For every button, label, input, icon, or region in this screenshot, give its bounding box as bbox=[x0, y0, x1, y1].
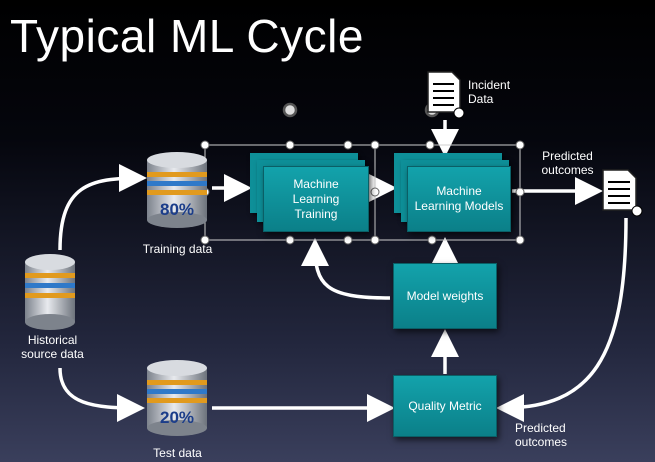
quality-metric-label: Quality Metric bbox=[408, 399, 482, 413]
document-predicted-icon bbox=[602, 169, 643, 217]
ml-models-label: Machine Learning Models bbox=[414, 184, 504, 213]
test-percent: 20% bbox=[159, 408, 195, 427]
model-weights-box: Model weights bbox=[393, 263, 497, 329]
training-label: Training data bbox=[142, 242, 213, 256]
db-historical-icon bbox=[25, 254, 75, 330]
slide-title: Typical ML Cycle bbox=[10, 10, 364, 62]
arrow-weights-to-training bbox=[301, 238, 391, 300]
document-incident-icon bbox=[427, 71, 465, 119]
arrow-hist-to-train bbox=[58, 164, 147, 251]
rotate-icon bbox=[282, 102, 440, 118]
historical-label: Historical source data bbox=[21, 333, 84, 361]
arrows bbox=[58, 120, 628, 422]
selection-handles bbox=[200, 140, 525, 245]
test-label: Test data bbox=[153, 446, 202, 460]
training-percent: 80% bbox=[159, 200, 195, 219]
arrow-hist-to-test bbox=[58, 367, 145, 422]
db-test-icon bbox=[147, 360, 207, 436]
quality-metric-box: Quality Metric bbox=[393, 375, 497, 437]
predicted-bottom-label: Predicted outcomes bbox=[515, 421, 568, 449]
arrow-predicted-to-quality bbox=[496, 217, 628, 422]
db-training-icon bbox=[147, 152, 207, 228]
model-weights-label: Model weights bbox=[406, 289, 484, 303]
ml-training-label: Machine Learning Training bbox=[292, 176, 340, 221]
ml-training-box: Machine Learning Training bbox=[263, 166, 369, 232]
predicted-top-label: Predicted outcomes bbox=[541, 149, 594, 177]
ml-models-box: Machine Learning Models bbox=[407, 166, 511, 232]
incident-label: Incident Data bbox=[468, 78, 511, 106]
